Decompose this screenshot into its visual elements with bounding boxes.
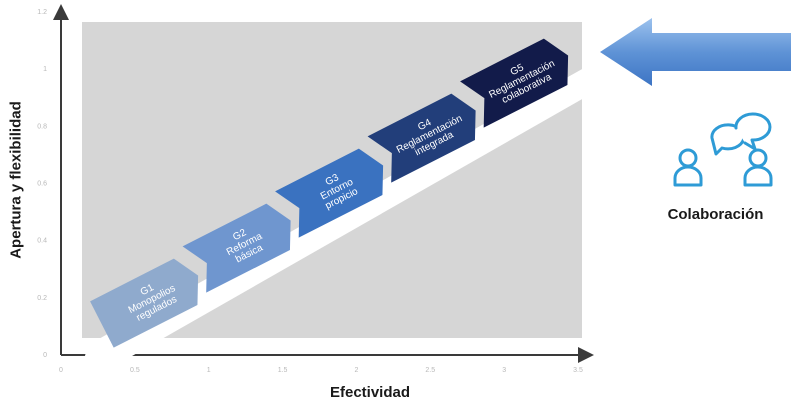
stage-chevron (460, 38, 569, 128)
y-tick-label: 1.2 (37, 9, 47, 16)
y-tick-label: 0.4 (37, 238, 47, 245)
x-tick-label: 0.5 (130, 367, 140, 374)
y-axis-label-wrap: Apertura y flexibilidad (0, 0, 30, 407)
y-tick-label: 0 (43, 352, 47, 359)
y-tick-label: 0.8 (37, 123, 47, 130)
collaboration-icon (673, 112, 773, 187)
y-axis-label: Apertura y flexibilidad (7, 101, 25, 259)
stage-chevron (90, 258, 199, 348)
y-tick-label: 0.6 (37, 181, 47, 188)
x-tick-label: 2.5 (425, 367, 435, 374)
left-arrow-icon (600, 18, 791, 86)
x-tick-label: 1.5 (278, 367, 288, 374)
y-tick-label: 0.2 (37, 295, 47, 302)
collaboration-label: Colaboración (667, 206, 764, 223)
x-tick-label: 3.5 (573, 367, 583, 374)
x-tick-label: 2 (354, 367, 358, 374)
x-tick-label: 3 (502, 367, 506, 374)
stage-chevron (182, 203, 291, 293)
stage-chevron (367, 93, 476, 183)
x-tick-label: 0 (59, 367, 63, 374)
x-tick-label: 1 (207, 367, 211, 374)
stage-chevron (275, 148, 384, 238)
x-axis-label: Efectividad (329, 384, 411, 401)
y-tick-label: 1 (43, 66, 47, 73)
